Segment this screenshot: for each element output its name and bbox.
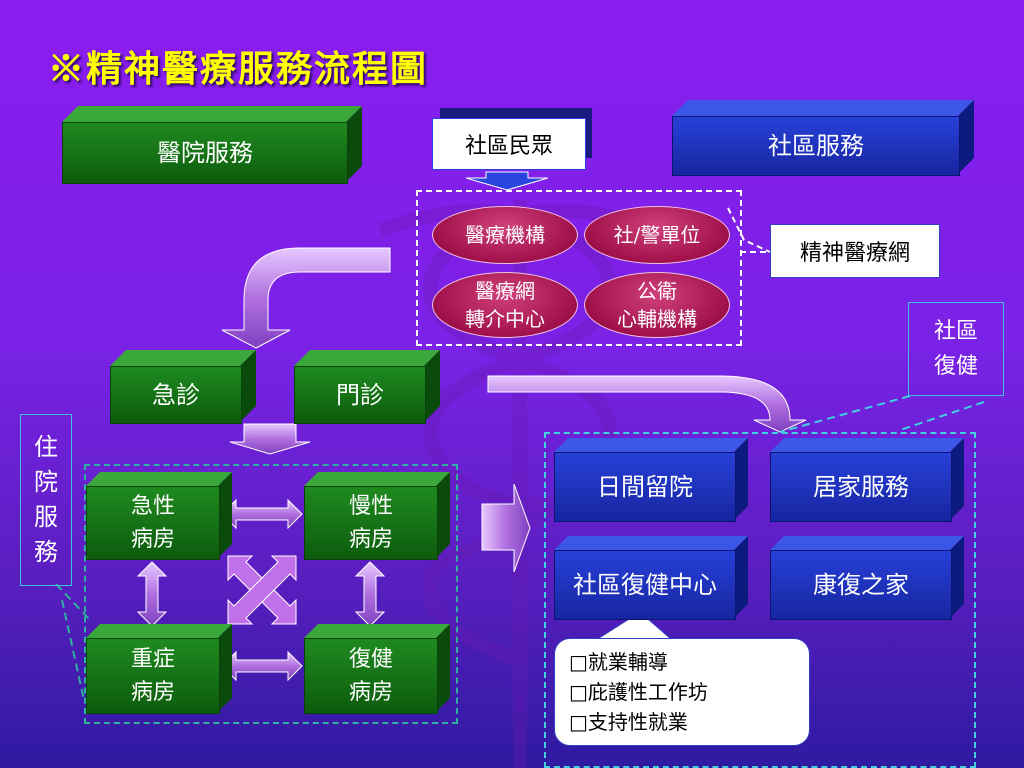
medical-institution-ellipse: 醫療機構 <box>432 206 578 264</box>
public-health-line1: 公衛 <box>637 279 677 303</box>
rehab-connector <box>899 401 985 431</box>
severe-line2: 病房 <box>130 680 175 705</box>
rehab-ward-line2: 病房 <box>348 680 393 705</box>
acute-ward-box: 急性病房 <box>86 472 232 560</box>
inpatient-label: 住 院 服 務 <box>20 414 72 586</box>
wards-dashed-box <box>84 464 458 724</box>
curved-arrow-right <box>487 375 807 433</box>
double-arrow-bottom <box>221 650 303 682</box>
double-arrow-top <box>221 498 303 530</box>
network-label: 精神醫療網 <box>770 224 940 278</box>
severe-line1: 重症 <box>130 647 175 672</box>
network-connector <box>727 207 771 253</box>
rehab-center-label: 社區復健中心 <box>554 550 736 620</box>
halfway-house-box: 康復之家 <box>770 536 964 620</box>
rehab-item: □庇護性工作坊 <box>569 680 708 704</box>
community-rehab-label: 社區復健 <box>908 302 1004 396</box>
rehab-label-line1: 社區 <box>933 318 978 344</box>
community-services-label: 社區服務 <box>672 116 960 176</box>
inpatient-char-3: 服 <box>34 503 58 531</box>
outpatient-box: 門診 <box>294 350 440 424</box>
down-arrow-center <box>229 423 311 455</box>
curved-arrow-left <box>221 247 391 349</box>
inpatient-char-1: 住 <box>34 433 58 462</box>
acute-line1: 急性 <box>130 494 175 519</box>
rehab-label-line2: 復健 <box>933 354 978 379</box>
hospital-services-label: 醫院服務 <box>62 122 348 184</box>
network-dashed-box <box>416 190 742 346</box>
home-care-box: 居家服務 <box>770 438 964 522</box>
chronic-ward-box: 慢性病房 <box>304 472 450 560</box>
referral-line2: 轉介中心 <box>465 307 545 331</box>
right-arrow-big <box>481 483 531 573</box>
referral-center-ellipse: 醫療網轉介中心 <box>432 272 578 338</box>
rehab-item: □就業輔導 <box>569 650 668 674</box>
cross-arrows <box>227 555 297 625</box>
day-hospital-box: 日間留院 <box>554 438 748 522</box>
emergency-label: 急診 <box>110 366 242 424</box>
chronic-line1: 慢性 <box>348 494 393 519</box>
halfway-house-label: 康復之家 <box>770 550 952 620</box>
home-care-label: 居家服務 <box>770 452 952 522</box>
public-health-line2: 心輔機構 <box>617 307 697 331</box>
social-police-ellipse: 社/警單位 <box>584 206 730 264</box>
referral-line1: 醫療網 <box>475 279 535 303</box>
chronic-line2: 病房 <box>348 527 393 552</box>
severe-ward-box: 重症病房 <box>86 624 232 714</box>
day-hospital-label: 日間留院 <box>554 452 736 522</box>
inpatient-char-4: 務 <box>34 537 58 566</box>
community-services-box: 社區服務 <box>672 100 974 176</box>
acute-line2: 病房 <box>130 527 175 552</box>
page-title: ※精神醫療服務流程圖 <box>48 48 429 90</box>
rehab-item: □支持性就業 <box>569 710 688 734</box>
inpatient-char-2: 院 <box>34 468 58 497</box>
rehab-ward-line1: 復健 <box>348 647 393 672</box>
community-people-box: 社區民眾 <box>432 118 586 170</box>
public-health-ellipse: 公衛心輔機構 <box>584 272 730 338</box>
hospital-services-box: 醫院服務 <box>62 106 362 184</box>
emergency-box: 急診 <box>110 350 256 424</box>
community-dashed-box <box>544 432 976 768</box>
rehab-items-bubble: □就業輔導 □庇護性工作坊 □支持性就業 <box>554 638 810 746</box>
rehab-center-box: 社區復健中心 <box>554 536 748 620</box>
outpatient-label: 門診 <box>294 366 426 424</box>
blue-down-arrow <box>465 171 549 191</box>
rehab-ward-box: 復健病房 <box>304 624 450 714</box>
